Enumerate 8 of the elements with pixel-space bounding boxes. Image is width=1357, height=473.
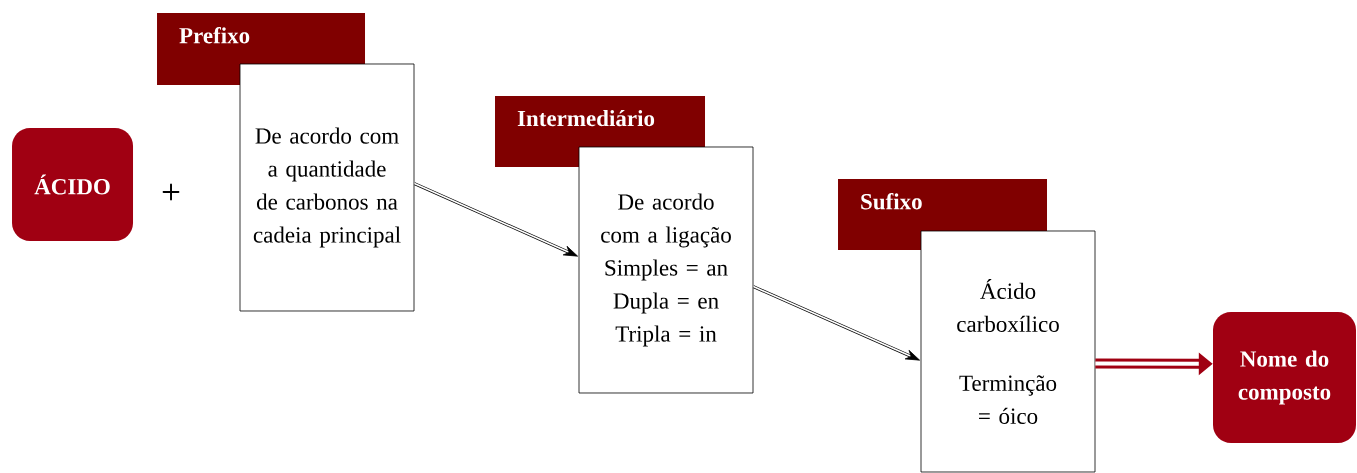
plus-sign: +: [162, 183, 180, 201]
text-card: Ácido carboxílico Terminção = óico: [920, 230, 1096, 473]
text-card: De acordo com a quantidade de carbonos na cadeia principal: [239, 63, 415, 312]
rounded-box: Nome do composto: [1213, 312, 1356, 443]
text-card: De acordo com a ligação Simples = an Dupla = en Tripla = in: [578, 146, 754, 394]
arrow: [413, 182, 578, 257]
rounded-box: ÁCIDO: [12, 128, 133, 241]
arrow: [752, 285, 920, 361]
